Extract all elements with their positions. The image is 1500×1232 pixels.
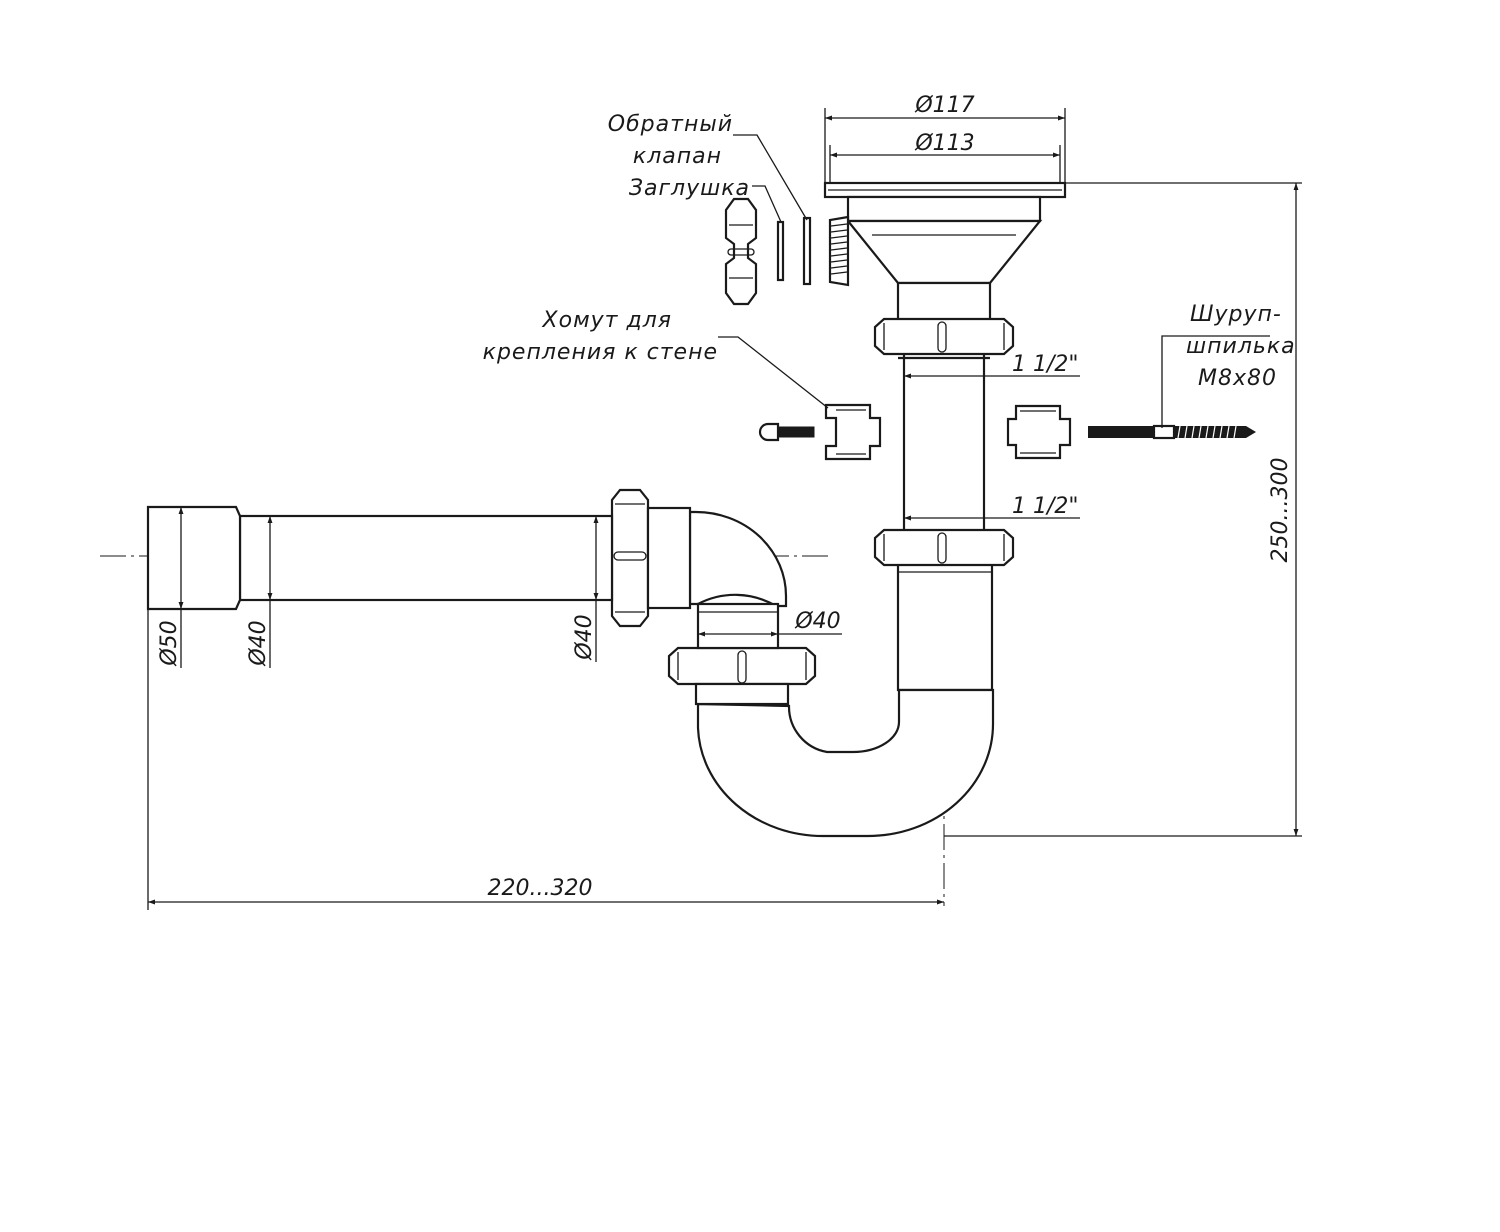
label-screw-2: шпилька — [1186, 334, 1296, 359]
threaded-stud — [1088, 424, 1256, 440]
dim-outlet-dia: Ø50 — [157, 620, 182, 666]
clamp-screw — [758, 422, 815, 442]
upper-union-nut — [873, 317, 1015, 360]
dim-nut-dia: Ø40 — [572, 614, 597, 660]
lower-union-nut — [873, 528, 1015, 567]
dim-height-range: 250...300 — [1268, 458, 1293, 563]
label-check-valve-2: клапан — [633, 144, 722, 169]
dim-pipe-dia: Ø40 — [246, 620, 271, 666]
part-labels: Обратный клапан Заглушка Хомут для крепл… — [483, 112, 1296, 391]
dim-flange-inner: Ø113 — [914, 131, 974, 156]
label-screw-1: Шуруп- — [1190, 302, 1282, 327]
dim-thread-lower: 1 1/2" — [1012, 494, 1079, 519]
outlet-pipe — [146, 505, 614, 611]
trap-u-bend — [696, 688, 995, 838]
label-check-valve-1: Обратный — [608, 112, 733, 137]
label-screw-3: М8х80 — [1198, 366, 1277, 391]
plug-disc — [776, 220, 785, 282]
dim-elbow-dia: Ø40 — [794, 609, 840, 634]
dimension-labels: Ø117 Ø113 1 1/2" 1 1/2" 250...300 220...… — [157, 93, 1293, 901]
elbow-bend — [688, 510, 788, 650]
dim-flange-outer: Ø117 — [914, 93, 974, 118]
label-plug: Заглушка — [629, 176, 750, 201]
check-valve-disc — [802, 216, 812, 286]
elbow-union-nut — [610, 488, 692, 628]
leader-lines — [718, 134, 1270, 428]
wall-clamp-right — [1006, 404, 1072, 460]
sink-drain-strainer — [823, 181, 1067, 285]
overflow-nipple — [828, 215, 850, 287]
label-clamp-1: Хомут для — [542, 308, 672, 333]
cap-nut — [724, 197, 758, 306]
dim-thread-upper: 1 1/2" — [1012, 352, 1079, 377]
label-clamp-2: крепления к стене — [483, 340, 718, 365]
dimension-lines — [147, 108, 1302, 910]
wall-clamp-left — [824, 403, 882, 461]
vertical-tailpiece — [896, 281, 994, 692]
dim-length-range: 220...320 — [488, 876, 593, 901]
trap-union-nut — [667, 646, 817, 706]
